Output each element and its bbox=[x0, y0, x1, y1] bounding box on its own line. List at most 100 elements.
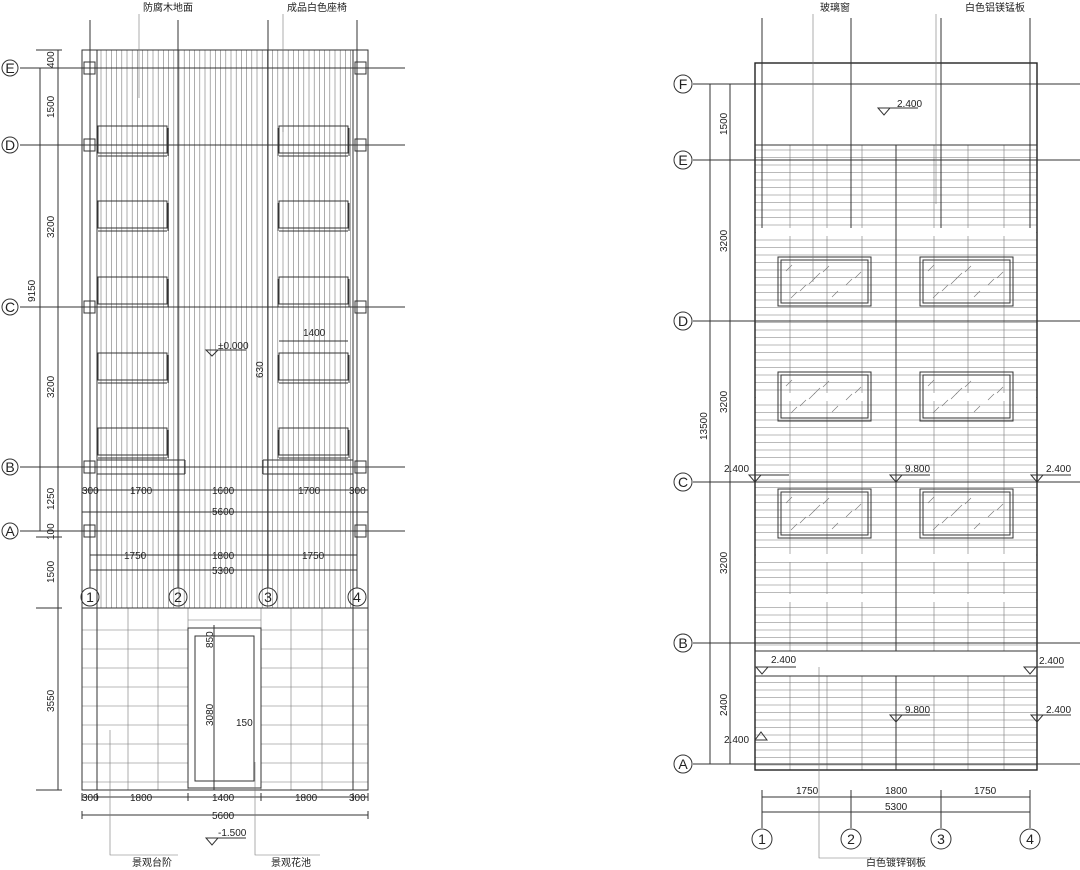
elevation-dim-texts: 1500 3200 3200 3200 2400 13500 1750 1800… bbox=[699, 99, 1071, 813]
label-steps: 景观台阶 bbox=[132, 856, 172, 869]
label-panel: 白色铝镁锰板 bbox=[965, 1, 1025, 14]
dim-text: 3200 bbox=[46, 215, 57, 238]
line bbox=[854, 386, 862, 394]
label-steel: 白色镀锌钢板 bbox=[866, 856, 926, 869]
axis-bubble bbox=[1, 59, 19, 77]
level-text: 2.400 bbox=[897, 99, 922, 110]
line bbox=[822, 265, 830, 273]
axis-bubble bbox=[673, 754, 693, 774]
dim-text: 1250 bbox=[46, 487, 57, 510]
axis-label: 3 bbox=[264, 589, 272, 605]
dim-text: 1500 bbox=[46, 95, 57, 118]
dim-text: 1400 bbox=[303, 328, 326, 339]
axis-label: 3 bbox=[937, 831, 945, 847]
level-marker-icon bbox=[204, 837, 246, 846]
window-group bbox=[777, 256, 1014, 539]
dim-text: 13500 bbox=[699, 412, 710, 440]
level-ground: -1.500 bbox=[218, 828, 247, 839]
axis-bubble bbox=[1, 298, 19, 316]
dim-text: 1750 bbox=[796, 786, 819, 797]
dim-text: 5300 bbox=[212, 566, 235, 577]
glass-pane bbox=[780, 259, 869, 304]
line bbox=[932, 406, 940, 414]
dim-text: 1500 bbox=[719, 112, 730, 135]
level-text: 9.800 bbox=[905, 705, 930, 716]
line bbox=[785, 264, 793, 272]
axis-bubble bbox=[930, 828, 952, 850]
line bbox=[964, 265, 972, 273]
dim-text: 9150 bbox=[27, 279, 38, 302]
dim-text: 3550 bbox=[46, 689, 57, 712]
line bbox=[854, 271, 862, 279]
axis-bubble bbox=[1, 522, 19, 540]
line bbox=[790, 523, 798, 531]
line bbox=[996, 503, 1004, 511]
axis-bubble bbox=[80, 587, 100, 607]
dim-text: 1700 bbox=[298, 486, 321, 497]
line bbox=[932, 291, 940, 299]
bench bbox=[278, 125, 349, 154]
plan-dim-texts: 400 1500 3200 3200 1250 100 1500 3550 91… bbox=[27, 51, 366, 839]
dim-text: 150 bbox=[236, 718, 253, 729]
line bbox=[927, 264, 935, 272]
level-marker-icon bbox=[1022, 666, 1064, 675]
line bbox=[973, 290, 981, 298]
label-glass: 玻璃窗 bbox=[820, 1, 850, 14]
axis-label: A bbox=[5, 523, 15, 539]
bench bbox=[278, 276, 349, 305]
line bbox=[799, 284, 807, 292]
dim-text: 400 bbox=[46, 51, 57, 68]
axis-label: B bbox=[678, 635, 687, 651]
steel-band bbox=[754, 650, 1038, 677]
bench-group bbox=[96, 125, 350, 459]
planter-border bbox=[187, 627, 262, 789]
line bbox=[955, 504, 963, 512]
level-deck: ±0.000 bbox=[218, 341, 249, 352]
bench bbox=[278, 200, 349, 229]
axis-bubble bbox=[1, 136, 19, 154]
bench bbox=[97, 427, 168, 456]
dim-text: 1750 bbox=[302, 551, 325, 562]
line bbox=[813, 504, 821, 512]
dim-text: 3200 bbox=[46, 375, 57, 398]
axis-label: D bbox=[5, 137, 15, 153]
level-marker-icon bbox=[754, 731, 768, 741]
axis-label: D bbox=[678, 313, 688, 329]
glass-pane bbox=[780, 491, 869, 536]
glass-pane bbox=[922, 374, 1011, 419]
line bbox=[941, 399, 949, 407]
level-text: 2.400 bbox=[724, 464, 749, 475]
label-bench: 成品白色座椅 bbox=[287, 1, 347, 14]
line bbox=[785, 379, 793, 387]
dim-text: 5300 bbox=[885, 802, 908, 813]
line bbox=[790, 406, 798, 414]
level-marker-icon bbox=[204, 349, 246, 357]
level-marker-icon bbox=[1029, 714, 1071, 723]
dim-text: 300 bbox=[82, 486, 99, 497]
dim-text: 1700 bbox=[130, 486, 153, 497]
window bbox=[919, 256, 1014, 307]
line bbox=[996, 271, 1004, 279]
axis-bubble bbox=[673, 633, 693, 653]
line bbox=[799, 399, 807, 407]
dim-text: 5600 bbox=[212, 507, 235, 518]
level-text: 2.400 bbox=[771, 655, 796, 666]
line bbox=[927, 379, 935, 387]
post bbox=[354, 138, 367, 152]
axis-bubble bbox=[673, 150, 693, 170]
axis-label: C bbox=[678, 474, 688, 490]
dim-text: 100 bbox=[46, 523, 57, 540]
line bbox=[941, 284, 949, 292]
bench bbox=[97, 125, 168, 154]
level-marker-icon bbox=[1029, 474, 1071, 483]
level-text: 9.800 bbox=[905, 464, 930, 475]
line bbox=[785, 496, 793, 504]
line bbox=[845, 393, 853, 401]
window bbox=[919, 488, 1014, 539]
axis-label: 4 bbox=[1026, 831, 1034, 847]
line bbox=[955, 387, 963, 395]
dim-text: 3080 bbox=[205, 703, 216, 726]
